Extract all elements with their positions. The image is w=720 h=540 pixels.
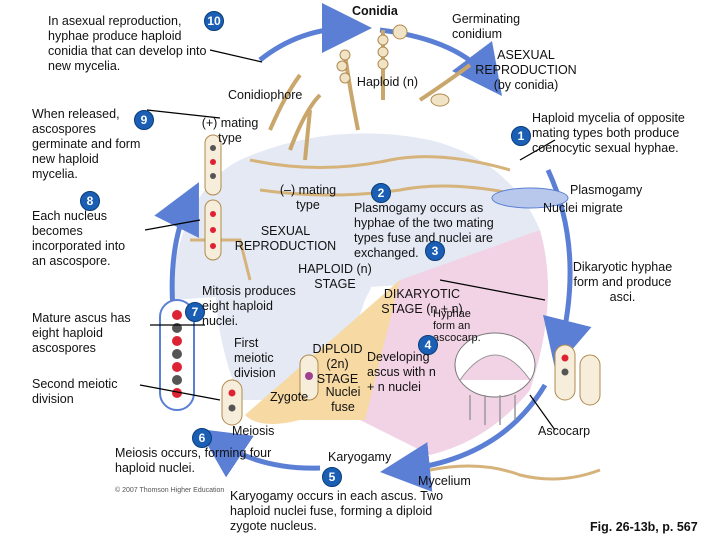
step-10-badge: 10	[204, 11, 224, 31]
step-6-text: Meiosis occurs, forming four haploid nuc…	[115, 446, 272, 475]
dikaryotic-stage-region	[360, 230, 548, 455]
haploid-label: Haploid (n)	[356, 75, 419, 89]
conidia-chain	[336, 24, 408, 131]
mature-ascus	[159, 299, 195, 411]
karyogamy-label: Karyogamy	[328, 450, 392, 464]
nuclei-fuse-label: Nuclei fuse	[325, 385, 361, 414]
step-1-text: Haploid mycelia of opposite mating types…	[532, 111, 685, 155]
mycelium-label: Mycelium	[418, 474, 471, 488]
figure-reference: Fig. 26-13b, p. 567	[590, 520, 698, 534]
step-4-badge: 4	[418, 335, 438, 355]
step-8-text: Each nucleus becomes incorporated into a…	[32, 209, 126, 268]
haploid-stage-region	[170, 133, 540, 400]
dikaryotic-hyphae-label: Dikaryotic hyphae form and produce asci.	[572, 260, 673, 304]
ascocarp-label: Ascocarp	[538, 424, 591, 438]
plasmogamy-label: Plasmogamy	[570, 183, 643, 197]
nuclei-migrate-label: Nuclei migrate	[543, 201, 623, 215]
step-7-badge: 7	[185, 302, 205, 322]
zygote-label: Zygote	[270, 390, 309, 404]
asexual-reproduction-label: ASEXUAL REPRODUCTION (by conidia)	[475, 48, 577, 92]
step-6-badge: 6	[192, 428, 212, 448]
step-5-badge: 5	[322, 467, 342, 487]
dikaryotic-stage-label: DIKARYOTIC STAGE (n + n)	[381, 287, 463, 316]
mycelium-bottom	[429, 464, 601, 481]
minus-mating-type-label: (–) mating type	[279, 183, 337, 212]
step-10-text: In asexual reproduction, hyphae produce …	[48, 14, 207, 73]
meiosis-label: Meiosis	[232, 424, 275, 438]
diploid-stage-label: DIPLOID (2n) STAGE	[312, 342, 363, 386]
sexual-reproduction-label: SEXUAL REPRODUCTION	[234, 224, 337, 253]
asci	[554, 344, 601, 406]
step-9-badge: 9	[134, 110, 154, 130]
copyright-label: © 2007 Thomson Higher Education	[115, 487, 225, 494]
step-9-text: When released, ascospores germinate and …	[32, 107, 141, 181]
step-8-badge: 8	[80, 191, 100, 211]
leader-lines	[139, 49, 556, 431]
conidia-label: Conidia	[352, 4, 398, 18]
mature-ascus-label: Mature ascus has eight haploid ascospore…	[32, 311, 131, 355]
step-2-text: Plasmogamy occurs as hyphae of the two m…	[354, 201, 494, 260]
plus-mating-type-label: (+) mating type	[201, 116, 259, 145]
germinating-conidium-label: Germinating conidium	[452, 12, 521, 41]
step-7-text: Mitosis produces eight haploid nuclei.	[202, 284, 296, 328]
conidiophore-label: Conidiophore	[228, 88, 303, 102]
conidiophores	[268, 73, 322, 161]
mating-hyphae	[204, 134, 222, 261]
ascocarp	[454, 332, 536, 425]
step-3-badge: 3	[425, 241, 445, 261]
step-4-text: Developing ascus with n + n nuclei	[367, 350, 436, 394]
germinating-conidium	[418, 63, 472, 107]
step-2-badge: 2	[371, 183, 391, 203]
hyphae-ascocarp-label: Hyphae form an ascocarp.	[433, 308, 481, 344]
plasmogamy-zone	[491, 187, 569, 209]
step-5-text: Karyogamy occurs in each ascus. Two hapl…	[230, 489, 444, 533]
meiosis-asci	[221, 354, 319, 426]
first-meiotic-label: First meiotic division	[234, 336, 276, 380]
step-1-badge: 1	[511, 126, 531, 146]
second-meiotic-label: Second meiotic division	[32, 377, 118, 406]
diploid-stage-region	[245, 280, 400, 424]
haploid-stage-label: HAPLOID (n) STAGE	[298, 262, 372, 291]
